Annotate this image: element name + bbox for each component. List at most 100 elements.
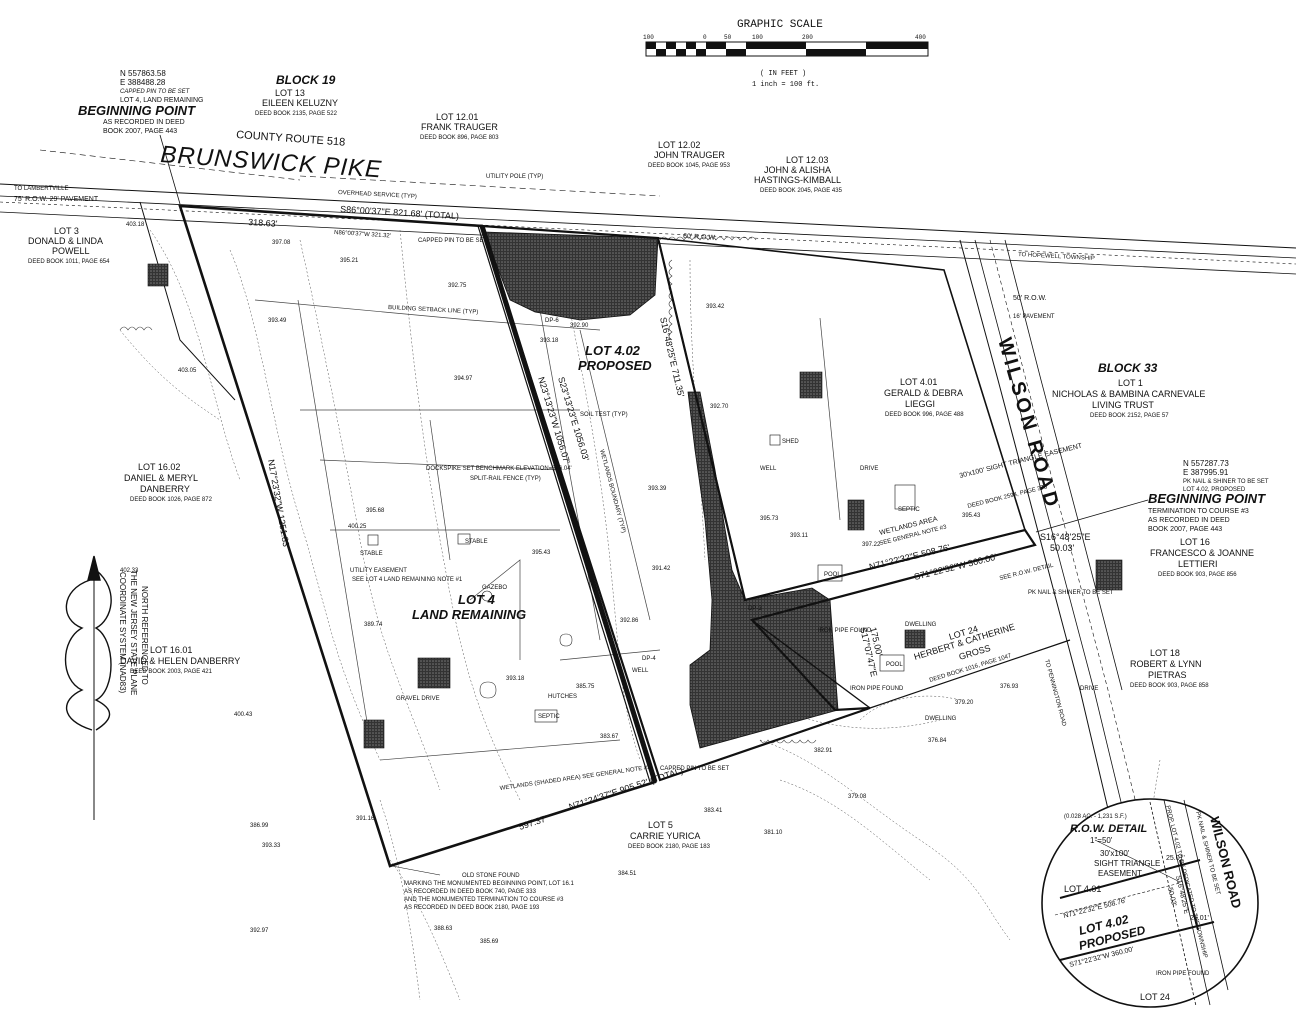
- well-label: WELL: [760, 466, 777, 472]
- lot-deed: DEED BOOK 996, PAGE 488: [885, 412, 964, 418]
- elevation: 400.43: [234, 712, 253, 718]
- north-reference-note: NORTH REFERENCED TO THE NEW JERSEY STATE…: [118, 570, 149, 695]
- lot-deed: DEED BOOK 1045, PAGE 953: [648, 163, 731, 169]
- row-50: 50' R.O.W.: [1013, 295, 1047, 302]
- dp-label: DP-6: [545, 318, 559, 324]
- lot-name: LOT 3: [54, 226, 79, 236]
- scale-tick: 50: [724, 34, 732, 41]
- detail-sight: EASEMENT: [1098, 869, 1142, 878]
- wetland-area-north: [483, 231, 659, 321]
- lot-deed: DEED BOOK 903, PAGE 856: [1158, 572, 1237, 578]
- lot-owner: PIETRAS: [1148, 670, 1187, 680]
- lot-deed: DEED BOOK 2135, PAGE 522: [255, 111, 338, 117]
- shed: [769, 434, 781, 446]
- capped-pin-label: CAPPED PIN TO BE SET: [418, 238, 487, 244]
- stone-note-line: MARKING THE MONUMENTED BEGINNING POINT, …: [404, 881, 574, 887]
- dockspike-label: DOCKSPIKE SET BENCHMARK ELEVATION=396.04…: [426, 466, 572, 472]
- elevation: 382.91: [814, 748, 833, 754]
- elevation: 386.99: [250, 823, 269, 829]
- bearing-east-e: S16°48'25"E: [1040, 532, 1091, 542]
- elevation: 400.25: [348, 524, 367, 530]
- north-note-line: THE NEW JERSEY STATE PLANE: [129, 570, 138, 695]
- lot-name: LOT 5: [648, 820, 673, 830]
- dwelling-lot-16: [1095, 559, 1123, 591]
- north-arrow: [64, 555, 112, 820]
- sight-deed-label: DEED BOOK 2594, PAGE 378: [967, 484, 1049, 510]
- lot-owner: LIVING TRUST: [1092, 400, 1154, 410]
- dwelling-lot-24: [904, 629, 926, 649]
- elevation: 389.74: [364, 622, 383, 628]
- septic-label: SEPTIC: [538, 714, 560, 720]
- bp-east-north: N 557287.73: [1183, 459, 1229, 468]
- wilson-road: [959, 239, 1151, 861]
- elevation: 393.33: [262, 843, 281, 849]
- lot-owner: GERALD & DEBRA: [884, 388, 963, 398]
- lot-12-03-label: LOT 12.03 JOHN & ALISHA HASTINGS-KIMBALL…: [754, 155, 843, 194]
- septic-label: SEPTIC: [898, 507, 920, 513]
- setback-lines: [254, 299, 841, 761]
- lot-deed: DEED BOOK 1026, PAGE 872: [130, 497, 213, 503]
- gazebo-label: GAZEBO: [482, 585, 507, 591]
- detail-lot-24: LOT 24: [1140, 992, 1170, 1002]
- elevation: 392.90: [570, 323, 589, 329]
- row-detail-inset: (0.028 AC. - 1,231 S.F.) R.O.W. DETAIL 1…: [1041, 798, 1259, 1008]
- lot-owner: LIEGGI: [905, 399, 935, 409]
- north-arrow-icon: [64, 579, 93, 731]
- septic-lot-4: [534, 709, 558, 723]
- scale-ratio: 1 inch = 100 ft.: [752, 81, 819, 89]
- gazebo: [481, 590, 493, 602]
- iron-pipe-label: IRON PIPE FOUND: [850, 686, 904, 692]
- lot-name: LOT 18: [1150, 648, 1180, 658]
- elevation: 391.42: [652, 566, 671, 572]
- dwelling-lot-4-01: [799, 371, 823, 399]
- lot-deed: DEED BOOK 896, PAGE 803: [420, 135, 499, 141]
- lot-owner: JOHN TRAUGER: [654, 150, 725, 160]
- lot-name: LOT 4.02: [585, 343, 641, 358]
- stone-note-line: AS RECORDED IN DEED BOOK 740, PAGE 333: [404, 889, 537, 895]
- wetlands-shaded-areas: [483, 231, 839, 749]
- dwelling-lot-4: [417, 657, 451, 689]
- pool-lot-24: [879, 654, 905, 672]
- bp-east-note1: PK NAIL & SHINER TO BE SET: [1183, 479, 1269, 485]
- bp-east-rec1: TERMINATION TO COURSE #3: [1148, 508, 1249, 515]
- septic-lot-4-01: [894, 484, 916, 510]
- stone-note-line: OLD STONE FOUND: [462, 873, 520, 879]
- elevation: 397.22: [862, 542, 881, 548]
- lot-name: LOT 16: [1180, 537, 1210, 547]
- lot-status: PROPOSED: [578, 358, 652, 373]
- elevation: 395.73: [760, 516, 779, 522]
- well-label: WELL: [632, 668, 649, 674]
- lot-deed: DEED BOOK 1011, PAGE 654: [28, 259, 110, 265]
- bp-west-title: BEGINNING POINT: [78, 103, 196, 118]
- elevation: 402.33: [120, 568, 139, 574]
- bp-east-title: BEGINNING POINT: [1148, 491, 1266, 506]
- wetland-area-east: [687, 391, 839, 749]
- lot-16-label: LOT 16 FRANCESCO & JOANNE LETTIERI DEED …: [1150, 537, 1254, 578]
- lot-12-02-label: LOT 12.02 JOHN TRAUGER DEED BOOK 1045, P…: [648, 140, 731, 169]
- split-rail-label: SPLIT-RAIL FENCE (TYP): [470, 476, 541, 482]
- bp-west-rec1: AS RECORDED IN DEED: [103, 119, 185, 126]
- bearing-north-part: 318.63': [248, 217, 278, 229]
- elevation: 393.18: [506, 676, 525, 682]
- dwelling-lot-4-01-b: [847, 499, 865, 531]
- lot-18-label: LOT 18 ROBERT & LYNN PIETRAS DEED BOOK 9…: [1130, 648, 1209, 689]
- ue-note-label: SEE LOT 4 LAND REMAINING NOTE #1: [352, 577, 463, 583]
- bp-east-rec3: BOOK 2007, PAGE 443: [1148, 526, 1222, 533]
- elevation: 379.08: [848, 794, 867, 800]
- row-75: 75' R.O.W. 29' PAVEMENT: [14, 196, 99, 203]
- elevation: 383.67: [600, 734, 619, 740]
- lot-24-boundary: [751, 619, 871, 709]
- lot-owner: LETTIERI: [1178, 559, 1218, 569]
- dp-label: DP-3: [748, 606, 762, 612]
- block-19: BLOCK 19: [276, 73, 336, 87]
- detail-sight: SIGHT TRIANGLE: [1094, 859, 1160, 868]
- pk-nail-label: PK NAIL & SHINER TO BE SET: [1028, 590, 1114, 596]
- utility-easement-label: UTILITY EASEMENT: [350, 568, 407, 574]
- scale-unit: ( IN FEET ): [760, 70, 806, 78]
- north-note-line: NORTH REFERENCED TO: [140, 586, 149, 685]
- iron-pipe-label: IRON PIPE FOUND: [818, 628, 872, 634]
- elevation: 395.43: [962, 513, 981, 519]
- bp-east-rec2: AS RECORDED IN DEED: [1148, 517, 1230, 524]
- lot-name: LOT 4.01: [900, 377, 937, 387]
- beginning-point-east: N 557287.73 E 387995.91 PK NAIL & SHINER…: [1035, 459, 1269, 533]
